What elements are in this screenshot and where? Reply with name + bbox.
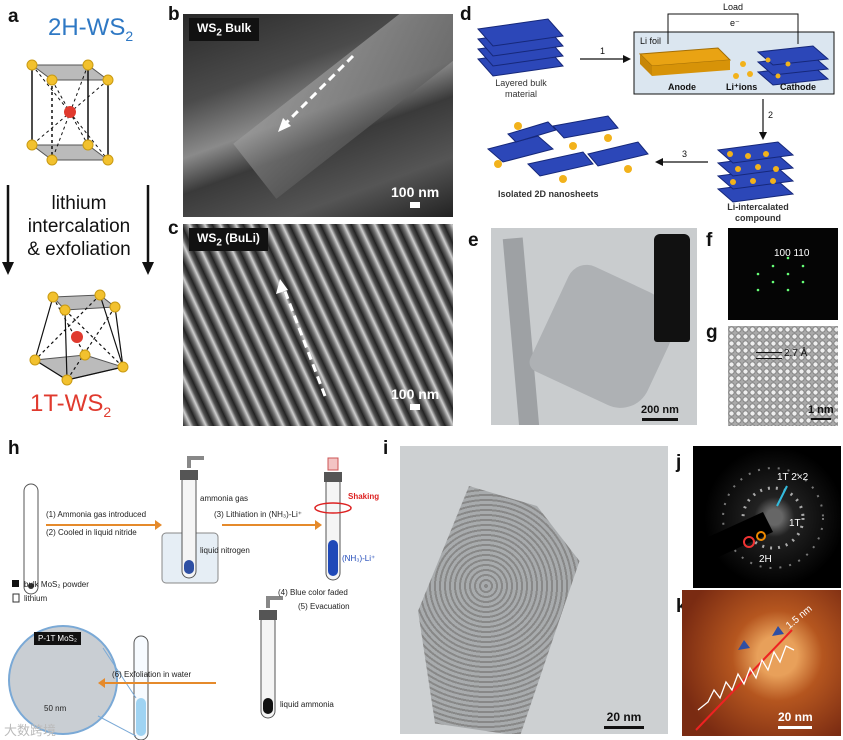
sem-image-ws2-buli: WS2 (BuLi) 100 nm [183,224,453,426]
title-2h-sub: 2 [125,27,134,44]
sem-image-ws2-bulk: WS2 Bulk 100 nm [183,14,453,217]
step-3-label: 3 [682,149,688,159]
arrow-step-6 [104,682,216,684]
liquid-ammonia-label: liquid ammonia [280,700,334,709]
bulk-mos2-label: bulk MoS₂ powder [24,580,89,589]
shaking-label: Shaking [348,492,380,501]
panel-label-a: a [8,6,19,27]
panel-label-h: h [8,438,20,459]
direction-arrow-b [278,54,355,132]
diffraction-pattern-f: 100 110 [728,228,838,320]
scale-bar-b: 100 nm [391,184,439,208]
step-5-text: (5) Evacuation [298,602,350,611]
panel-label-e: e [468,230,479,251]
panel-label-d: d [460,4,472,25]
vial-inset [654,234,690,342]
arrow-text-line1: lithium [51,193,107,214]
lattice-line-2 [756,358,782,359]
arrow-text-line2: intercalation [27,216,131,237]
label-2h: 2H [759,554,772,565]
step-1-text: (1) Ammonia gas introduced [46,510,147,519]
title-2h-ws2: 2H-WS2 [48,14,133,44]
nh3-li-label: (NH₃)-Li⁺ [342,554,376,563]
title-2h-text: 2H-WS [48,14,126,41]
saed-graphics [693,467,824,569]
panel-label-i: i [383,438,389,459]
direction-arrow-c [276,279,327,397]
load-label: Load [723,2,744,12]
arrow-step-3 [222,520,322,530]
panel-label-b: b [168,4,180,25]
scale-bar-e: 200 nm [641,404,679,421]
panel-label-f: f [706,230,713,251]
title-1t-ws2: 1T-WS2 [30,390,111,420]
scale-bar-g: 1 nm [808,404,834,420]
li-ions-label: Li⁺ions [726,82,758,92]
scale-bar-k: 20 nm [778,710,813,729]
sem-tag-c: WS2 (BuLi) [189,228,268,252]
scale-bar-c: 100 nm [391,386,439,410]
isolated-label: Isolated 2D nanosheets [498,189,599,199]
ammonia-gas-label: ammonia gas [200,494,249,503]
intercalation-arrows [2,185,154,275]
afm-image-k: 1.5 nm 20 nm [682,590,841,736]
intercalation-text: lithium intercalation & exfoliation [16,192,142,261]
afm-profile [695,626,795,731]
diffraction-index-label: 100 110 [774,248,810,259]
2h-crystal-structure [26,59,114,166]
step-4-text: (4) Blue color faded [278,588,348,597]
hrtem-image-g: 2.7 Å 1 nm [728,326,838,426]
diffraction-spots [756,256,805,292]
anode-label: Anode [668,82,696,92]
lattice-line-1 [756,352,782,353]
arrow-text-line3: & exfoliation [27,239,131,260]
watermark: 大数跨境 [4,723,57,738]
p1t-mos2-tag: P-1T MoS₂ [34,632,81,645]
panel-label-k: k [676,596,687,618]
step-3-text: (3) Lithiation in (NH₃)-Li⁺ [214,510,302,519]
sem-tag-b: WS2 Bulk [189,18,260,42]
cathode-label: Cathode [780,82,816,92]
electron-label: e⁻ [730,18,740,28]
lithium-label: lithium [24,594,48,603]
scheme-graphics [8,456,352,740]
arrow-step-1-2 [46,520,162,530]
step-6-text: (6) Exfoliation in water [112,670,192,679]
liquid-nitrogen-label: liquid nitrogen [200,546,250,555]
step-2-label: 2 [768,110,774,120]
inset-scale: 50 nm [44,704,67,713]
lattice-spacing-label: 2.7 Å [784,348,808,359]
label-1t-2x2: 1T 2×2 [777,472,809,483]
nanosheet-flake [418,486,580,734]
1t-crystal-structure [29,289,129,386]
tem-image-nanosheets: 200 nm [491,228,697,425]
li-foil-label: Li foil [640,36,662,46]
title-1t-sub: 2 [103,403,112,420]
title-1t-text: 1T-WS [30,390,104,417]
step-1-label: 1 [600,46,606,56]
schematic-graphics [477,13,835,203]
scale-bar-i: 20 nm [604,710,644,729]
panel-label-c: c [168,218,179,239]
panel-label-j: j [676,452,682,473]
panel-label-g: g [706,322,718,343]
lithiation-scheme: (1) Ammonia gas introduced (2) Cooled in… [8,448,398,740]
step-2-text: (2) Cooled in liquid nitride [46,528,137,537]
label-1t: 1T [789,518,801,529]
tem-image-i: 20 nm [400,446,668,734]
saed-pattern-j: 1T 2×2 1T 2H [693,446,841,588]
